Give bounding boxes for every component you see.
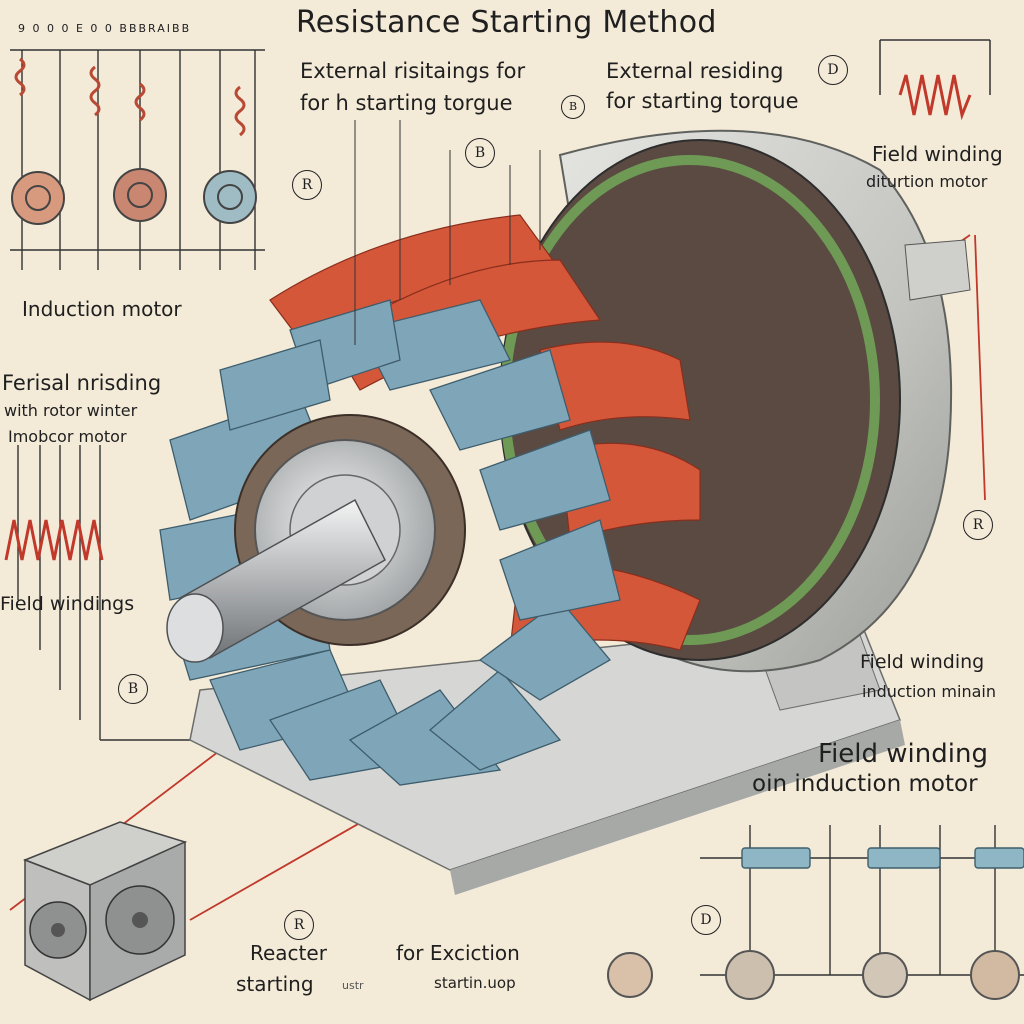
label-ferisal-winding: Ferisal nrisding: [2, 371, 162, 395]
label-external-resistance-1: External risitaings for: [300, 59, 526, 83]
badge-r-top: R: [292, 170, 322, 200]
label-external-resistance-1-sub: for h starting torgue: [300, 91, 513, 115]
badge-d-bottom: D: [691, 905, 721, 935]
bottom-motor-symbols: [607, 950, 1020, 1000]
label-reactor-sub: starting: [236, 972, 314, 996]
label-field-winding-4: Field winding: [818, 739, 988, 769]
label-ferisal-winding-sub2: Imobcor motor: [8, 427, 127, 446]
badge-r-right: R: [963, 510, 993, 540]
label-field-winding-3: Field winding: [860, 651, 985, 673]
badge-r-bottom: R: [284, 910, 314, 940]
schematic-left: [4, 445, 200, 741]
diagram-title: Resistance Starting Method: [296, 5, 717, 40]
label-induction-motor: Induction motor: [22, 297, 182, 321]
badge-b-top: B: [465, 138, 495, 168]
reactor-box: [22, 821, 188, 1002]
leader-lines: [354, 120, 541, 345]
label-excitation: for Exciction: [396, 941, 520, 965]
label-field-winding-4-sub: oin induction motor: [752, 771, 978, 797]
schematic-top-left: [10, 49, 265, 270]
label-excitation-sub: startin.uop: [434, 974, 516, 992]
badge-d-top-right: D: [818, 55, 848, 85]
label-field-winding-1-sub: diturtion motor: [866, 172, 988, 191]
label-external-resistance-2: External residing: [606, 59, 784, 83]
label-ferisal-winding-sub: with rotor winter: [4, 401, 138, 420]
label-field-winding-1: Field winding: [872, 142, 1003, 166]
label-external-resistance-2-sub: for starting torque: [606, 89, 799, 113]
label-field-windings: Field windings: [0, 593, 135, 615]
resistor-top-right: [879, 39, 991, 121]
label-reactor-small: ustr: [342, 979, 364, 992]
badge-b-left: B: [118, 674, 148, 704]
coil-symbols-top: [14, 57, 246, 137]
label-reactor: Reacter: [250, 941, 327, 965]
connector-blocks: [741, 847, 1024, 869]
schematic-header-text: 9 0 0 0 E 0 0 BBBRAIBB: [18, 22, 192, 35]
motor-shaft: [166, 498, 386, 663]
small-motor-symbols: [11, 168, 257, 225]
badge-b-small: B: [561, 95, 585, 119]
label-field-winding-3-sub: induction minain: [862, 682, 996, 701]
